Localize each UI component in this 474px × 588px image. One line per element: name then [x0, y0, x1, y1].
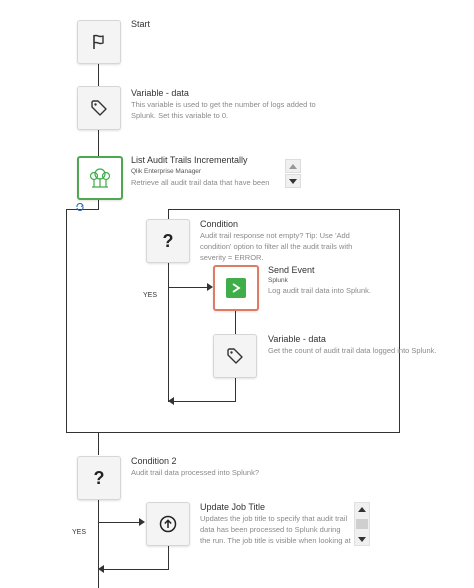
variable-data-node[interactable]	[77, 86, 121, 130]
scroll-up-button[interactable]	[285, 159, 301, 173]
caret-up-icon	[289, 163, 297, 169]
loop-frame-left	[66, 209, 67, 433]
list-audit-trails-description: Retrieve all audit trail data that have …	[131, 178, 270, 187]
connector-variable-return	[235, 378, 236, 402]
return2-horizontal	[104, 569, 169, 570]
connector-start-variable	[98, 64, 99, 88]
variable-data-2-title: Variable - data	[268, 334, 326, 344]
variable-data-2-description: Get the count of audit trail data logged…	[268, 346, 437, 355]
condition-2-description: Audit trail data processed into Splunk?	[131, 468, 259, 477]
caret-down-icon	[358, 537, 366, 542]
variable-data-title: Variable - data	[131, 88, 189, 98]
loop-frame-bottom	[66, 432, 400, 433]
connector-list-down	[98, 200, 99, 210]
start-title: Start	[131, 19, 151, 29]
scrollbar-thumb[interactable]	[356, 519, 368, 529]
list-audit-trails-connector: Qlik Enterprise Manager	[131, 168, 202, 175]
condition-description: Audit trail response not empty? Tip: Use…	[200, 231, 353, 262]
connector-condition2-down	[98, 500, 99, 588]
flag-icon	[93, 34, 104, 49]
update-job-title-node[interactable]	[146, 502, 190, 546]
list-audit-trails-node[interactable]	[77, 156, 123, 200]
connector-variable-list	[98, 128, 99, 156]
yes-branch-horizontal	[168, 287, 208, 288]
tag-icon	[227, 348, 243, 364]
list-audit-trails-title: List Audit Trails Incrementally	[131, 155, 248, 165]
send-event-title: Send Event	[268, 265, 315, 275]
loop-icon	[76, 203, 84, 211]
connector-update-down	[168, 546, 169, 570]
description-scrollbar[interactable]	[354, 502, 370, 546]
tag-icon	[91, 100, 107, 116]
question-icon: ?	[93, 467, 105, 488]
connector-loop-condition	[168, 209, 169, 219]
arrow-up-circle-icon	[159, 515, 177, 533]
condition-node[interactable]: ?	[146, 219, 190, 263]
loop-frame-top-right	[168, 209, 400, 210]
condition-title: Condition	[200, 219, 239, 229]
update-job-title-description: Updates the job title to specify that au…	[200, 514, 351, 545]
send-event-connector: Splunk	[268, 277, 288, 284]
scroll-down-button[interactable]	[285, 174, 301, 188]
send-event-description: Log audit trail data into Splunk.	[268, 286, 371, 295]
splunk-connector-badge	[226, 278, 246, 298]
update-job-title-title: Update Job Title	[200, 502, 266, 512]
yes2-arrow-right-icon	[139, 518, 145, 526]
yes-branch-2-label: YES	[72, 529, 87, 536]
condition-2-title: Condition 2	[131, 456, 177, 466]
yes-branch-label: YES	[143, 292, 158, 299]
return2-arrow-left-icon	[98, 565, 104, 573]
yes2-horizontal	[98, 522, 140, 523]
start-node[interactable]	[77, 20, 121, 64]
return-arrow-left-icon	[168, 397, 174, 405]
return-horizontal	[174, 401, 236, 402]
variable-data-2-node[interactable]	[213, 334, 257, 378]
connector-loop-condition2	[98, 433, 99, 455]
condition-2-node[interactable]: ?	[77, 456, 121, 500]
caret-up-icon	[358, 507, 366, 512]
condition-yes-line	[168, 263, 169, 402]
chevron-right-icon	[232, 283, 241, 293]
tree-icon	[89, 168, 111, 188]
question-icon: ?	[162, 230, 174, 251]
connector-send-variable	[235, 311, 236, 334]
caret-down-icon	[289, 178, 297, 184]
loop-frame-right	[399, 209, 400, 433]
yes-arrow-right-icon	[207, 283, 213, 291]
send-event-node[interactable]	[213, 265, 259, 311]
variable-data-description: This variable is used to get the number …	[131, 100, 316, 120]
